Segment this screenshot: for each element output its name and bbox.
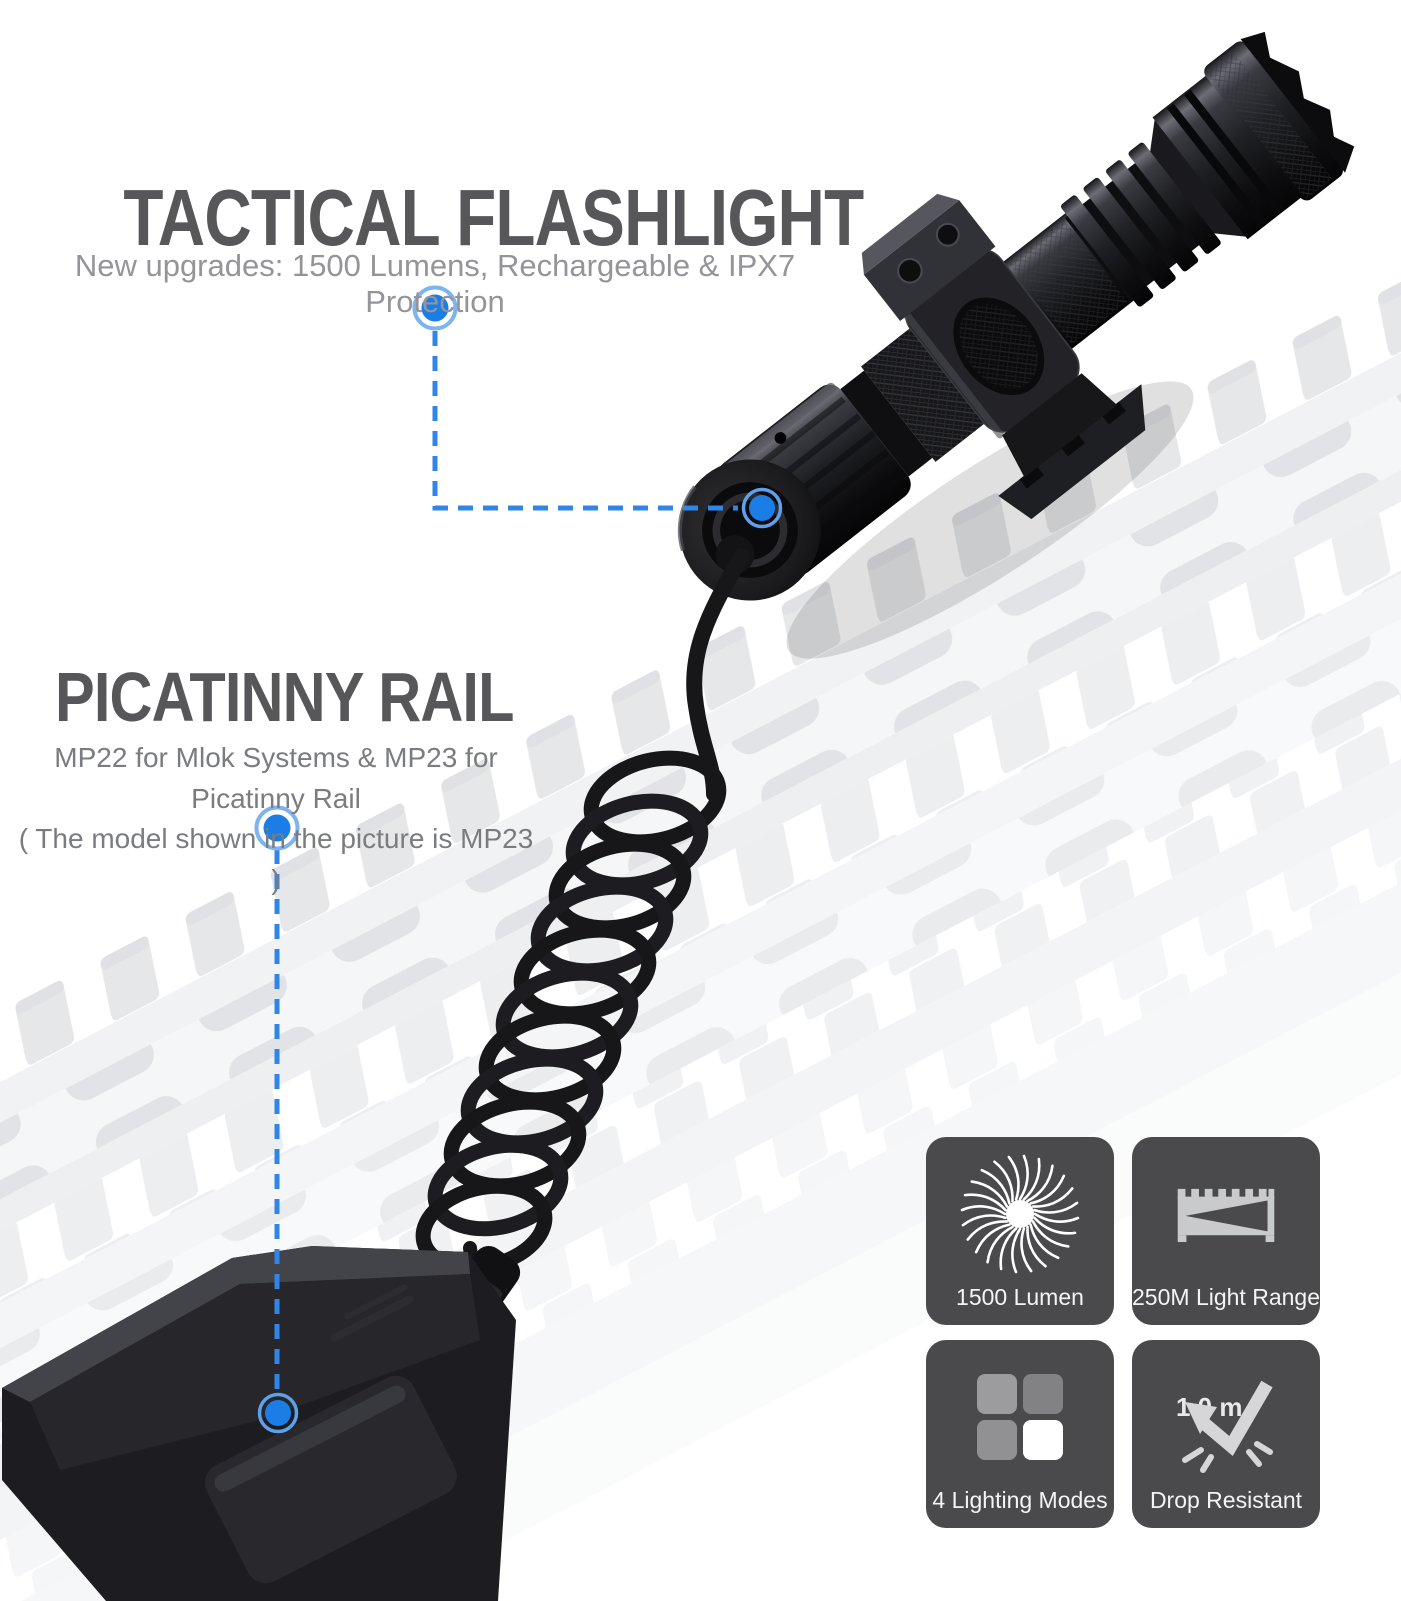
rail-subtitle: MP22 for Mlok Systems & MP23 for Picatin… (18, 742, 534, 895)
flashlight-title: TACTICAL FLASHLIGHT (123, 173, 864, 262)
lighting-modes-icon (926, 1354, 1114, 1480)
feature-label: 1500 Lumen (956, 1284, 1084, 1310)
feature-badges: 1500 Lumen 250M Light Range (926, 1137, 1320, 1528)
rail-callout: PICATINNY RAIL MP22 for Mlok Systems & M… (16, 662, 536, 900)
feature-label: 250M Light Range (1132, 1284, 1320, 1310)
drop-resistant-icon (1132, 1354, 1320, 1480)
rail-title: PICATINNY RAIL (55, 658, 514, 736)
feature-badge-modes: 4 Lighting Modes (926, 1340, 1114, 1528)
rail-dot-end (257, 1392, 299, 1434)
flashlight-dot-end (741, 487, 783, 529)
feature-label: 4 Lighting Modes (932, 1487, 1108, 1513)
flashlight-dot-start (412, 285, 458, 331)
mount-rail-foot (998, 384, 1146, 520)
tactical-flashlight (677, 31, 1355, 601)
burst-rays-icon (926, 1151, 1114, 1277)
light-range-icon (1132, 1151, 1320, 1277)
rail-dot-start (254, 805, 300, 851)
ring-mount (861, 193, 1118, 478)
feature-badge-range: 250M Light Range (1132, 1137, 1320, 1325)
flashlight-callout: TACTICAL FLASHLIGHT New upgrades: 1500 L… (55, 173, 864, 320)
callout-lines (274, 331, 738, 1392)
brand-emboss (330, 1284, 414, 1342)
feature-badge-drop: 1.0 m Drop Resistant (1132, 1340, 1320, 1528)
pressure-switch-pad (2, 1245, 521, 1601)
feature-badge-lumen: 1500 Lumen (926, 1137, 1114, 1325)
strike-bezel (1240, 31, 1355, 173)
callout-dots (254, 285, 783, 1434)
flashlight-leader-line (432, 331, 738, 511)
feature-label: Drop Resistant (1149, 1487, 1303, 1513)
switch-button (204, 1375, 457, 1584)
flashlight-subtitle: New upgrades: 1500 Lumens, Rechargeable … (74, 248, 796, 319)
heat-sink-fins (1061, 142, 1221, 307)
